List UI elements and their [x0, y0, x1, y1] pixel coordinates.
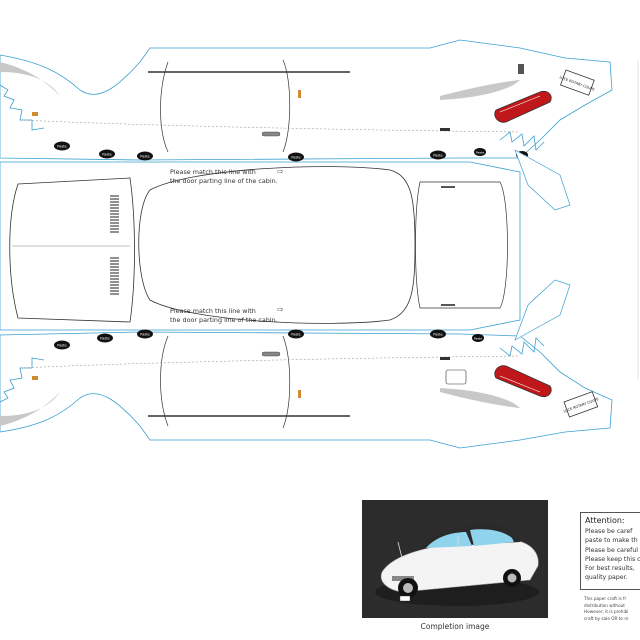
paste-marker-label: Paste: [291, 156, 300, 160]
bottom-rear-plate-recess: [445, 369, 467, 385]
completion-photo: [362, 500, 548, 618]
hood-vent-upper: [110, 195, 119, 233]
bottom-side-marker: [298, 390, 301, 398]
bottom-door-handle: [261, 351, 281, 357]
bottom-tail-light: [494, 365, 552, 398]
instruction-bottom-arrow-icon: ⇨: [277, 305, 284, 314]
bottom-license-plate: LUCE ROTARY COUPE: [563, 391, 599, 418]
paste-marker: Paste: [137, 151, 153, 161]
bottom-side-panel-outline: [0, 331, 613, 449]
top-side-marker: [298, 90, 301, 98]
paste-marker-label: Paste: [291, 333, 300, 337]
paste-marker-label: Paste: [433, 154, 442, 158]
fine-print-line: This paper craft is fr: [584, 596, 627, 601]
paste-marker: Paste: [99, 149, 115, 159]
top-fold-line: [19, 119, 521, 133]
center-panel: [0, 161, 521, 331]
instruction-bottom-line2: the door parting line of the cabin.: [170, 316, 278, 324]
bottom-badge: [440, 357, 450, 360]
attention-line: Please be careful: [585, 546, 638, 554]
paste-marker: Paste: [472, 334, 484, 342]
top-side-marker-left: [32, 112, 38, 116]
instruction-top-line2: the door parting line of the cabin.: [170, 177, 278, 185]
paste-marker-label: Paste: [57, 145, 66, 149]
paste-marker: Paste: [288, 152, 304, 162]
paste-marker: Paste: [54, 141, 70, 151]
bottom-left-glue-tabs: [0, 357, 45, 403]
top-door-rear-line: [282, 59, 291, 153]
paste-marker: Paste: [288, 329, 304, 339]
attention-line: Please be caref: [585, 528, 633, 535]
hood-vent-lower: [110, 257, 119, 295]
fine-print-line: craft by sale OR to m: [584, 615, 629, 621]
bottom-right-glue-tabs: [499, 337, 545, 357]
top-side-panel: LUCE ROTARY COUPE: [0, 39, 613, 161]
instruction-top-line1: Please match this line with: [170, 168, 256, 176]
top-right-wheelarch-trim: [440, 80, 520, 100]
paste-marker: Paste: [474, 148, 486, 156]
fine-print-line: However, it is prohibi: [584, 609, 629, 614]
instruction-bottom: Please match this line with the door par…: [170, 307, 278, 325]
instruction-bottom-line1: Please match this line with: [170, 307, 256, 315]
bottom-fold-line: [19, 355, 521, 369]
completion-car-illustration: [362, 500, 548, 618]
paste-marker: Paste: [97, 333, 113, 343]
paste-marker-label: Paste: [433, 333, 442, 337]
paste-marker-label: Paste: [100, 337, 109, 341]
top-door-line: [160, 61, 169, 153]
bottom-door-rear-line: [282, 335, 291, 429]
top-badge: [440, 128, 450, 131]
trunk-badge: [441, 186, 455, 188]
trunk-badge-lower: [441, 304, 455, 306]
top-door-handle: [261, 131, 281, 137]
paste-marker-label: Paste: [476, 151, 484, 155]
paste-marker: Paste: [54, 340, 70, 350]
bottom-paste-markers: Paste Paste Paste Paste Paste Paste: [54, 329, 484, 350]
attention-line: For best results,: [585, 565, 635, 573]
bottom-side-panel: LUCE ROTARY COUPE: [0, 331, 613, 449]
fine-print-line: distribution without: [584, 602, 625, 608]
roof-outline: [138, 166, 416, 324]
attention-line: quality paper.: [585, 574, 628, 582]
paste-marker-label: Paste: [140, 155, 149, 159]
top-right-glue-tabs: [499, 131, 545, 151]
right-small-parts: [514, 60, 639, 380]
top-left-wheelarch-trim: [0, 62, 60, 96]
paste-marker-label: Paste: [474, 337, 482, 341]
right-upper-tab: [514, 149, 571, 211]
paste-marker: Paste: [430, 150, 446, 160]
completion-caption: Completion image: [420, 622, 490, 631]
paste-marker-label: Paste: [57, 344, 66, 348]
attention-title: Attention:: [585, 516, 625, 525]
fine-print: This paper craft is fr distribution with…: [584, 596, 640, 622]
paste-marker: Paste: [430, 329, 446, 339]
attention-box: Attention: Please be caref paste to make…: [580, 512, 640, 590]
top-left-glue-tabs: [0, 84, 45, 131]
hood-outline: [9, 177, 135, 323]
top-side-panel-outline: [0, 39, 613, 161]
instruction-top: Please match this line with the door par…: [170, 168, 278, 186]
bottom-left-wheelarch-trim: [0, 392, 60, 426]
instruction-top-arrow-icon: ⇨: [277, 167, 284, 176]
paste-marker: Paste: [137, 329, 153, 339]
top-tail-light: [494, 90, 552, 123]
rear-window-outline: [415, 181, 508, 309]
attention-line: Please keep this c: [585, 555, 640, 563]
top-paste-markers: Paste Paste Paste Paste Paste Paste Past…: [54, 141, 528, 162]
top-license-plate: LUCE ROTARY COUPE: [559, 69, 595, 96]
bottom-right-wheelarch-trim: [440, 388, 520, 408]
right-lower-tab: [514, 279, 571, 341]
paste-marker-label: Paste: [102, 153, 111, 157]
paste-marker-label: Paste: [140, 333, 149, 337]
bottom-side-marker-left: [32, 376, 38, 380]
attention-line: paste to make th: [585, 537, 638, 545]
bottom-door-line: [160, 335, 169, 427]
top-bracket: [518, 64, 524, 74]
